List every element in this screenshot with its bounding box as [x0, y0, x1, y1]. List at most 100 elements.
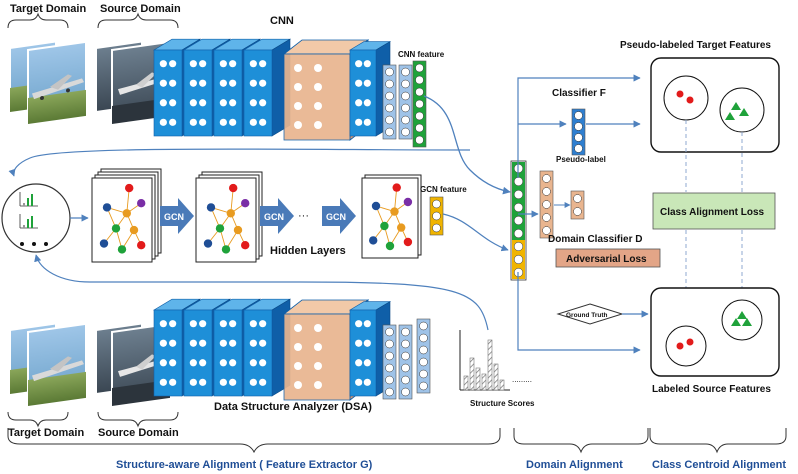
neuron — [355, 118, 363, 126]
neuron — [259, 378, 267, 386]
labeled-source-title: Labeled Source Features — [652, 384, 771, 395]
neuron — [513, 189, 524, 200]
bottom-target-images — [9, 322, 87, 408]
neuron — [169, 118, 177, 126]
gcn-arrow-3-label: GCN — [326, 212, 346, 222]
neuron — [385, 351, 394, 361]
neuron — [385, 79, 394, 89]
bottom-target-airplane-photo — [27, 322, 87, 408]
source-green-triangle-1 — [737, 311, 747, 319]
domain-classifier-label: Domain Classifier D — [548, 234, 642, 245]
neuron — [159, 320, 167, 328]
concat-to-target-features-arrow — [517, 74, 641, 178]
neuron — [401, 387, 410, 397]
neuron — [419, 369, 428, 379]
fc-vector-3 — [416, 318, 431, 394]
hidden-layers-label: Hidden Layers — [270, 245, 346, 257]
neuron — [199, 339, 207, 347]
neuron — [574, 133, 583, 142]
neuron — [189, 99, 197, 107]
adversarial-loss-box: Adversarial Loss — [555, 248, 661, 268]
bottom-target-brace — [7, 411, 69, 428]
gcn-ellipsis: ··· — [298, 210, 309, 222]
target-green-triangle-1 — [731, 102, 741, 110]
gcn-arrow-1-label: GCN — [164, 212, 184, 222]
neuron — [249, 339, 257, 347]
structure-aware-label: Structure-aware Alignment ( Feature Extr… — [116, 459, 373, 471]
neuron — [294, 64, 302, 72]
neuron — [219, 99, 227, 107]
neuron — [513, 202, 524, 213]
neuron — [363, 378, 371, 386]
fc-vector-2 — [398, 324, 413, 400]
neuron — [415, 111, 424, 121]
neuron — [294, 343, 302, 351]
neuron — [199, 60, 207, 68]
graph-node — [371, 201, 381, 211]
neuron — [401, 375, 410, 385]
neuron — [294, 324, 302, 332]
top-target-brace — [7, 12, 69, 29]
conv-layer-4 — [242, 38, 292, 137]
score-bar-1 — [463, 375, 469, 391]
neuron — [229, 378, 237, 386]
neuron — [189, 378, 197, 386]
graph-stack-input — [91, 168, 162, 263]
neuron — [419, 357, 428, 367]
neuron — [169, 99, 177, 107]
dsa-label: Data Structure Analyzer (DSA) — [214, 401, 372, 413]
neuron — [249, 79, 257, 87]
neuron — [169, 339, 177, 347]
graph-node — [215, 224, 225, 233]
neuron — [513, 254, 524, 265]
neuron — [229, 79, 237, 87]
neuron — [249, 359, 257, 367]
neuron — [249, 60, 257, 68]
neuron — [314, 324, 322, 332]
neuron — [401, 103, 410, 113]
neuron — [169, 60, 177, 68]
neuron — [513, 215, 524, 226]
neuron — [199, 118, 207, 126]
graph-node — [221, 245, 231, 254]
gcn-arrow-2: GCN — [260, 198, 294, 234]
neuron — [259, 79, 267, 87]
concatenated-feature-vector — [510, 160, 527, 281]
neuron — [159, 359, 167, 367]
cnn-feature-label: CNN feature — [398, 50, 445, 59]
source-red-point-2 — [686, 338, 694, 346]
graph-node — [229, 183, 238, 193]
neuron — [159, 60, 167, 68]
neuron — [314, 83, 322, 91]
graph-card — [195, 177, 257, 263]
neuron — [574, 144, 583, 153]
graph-node — [226, 209, 235, 218]
structure-scores-chart: ......... Structure Scores — [459, 330, 535, 408]
graph-node — [137, 241, 146, 250]
neuron — [542, 174, 551, 183]
neuron — [219, 79, 227, 87]
target-features-box — [650, 57, 780, 153]
graph-node — [403, 237, 413, 247]
neuron — [249, 99, 257, 107]
neuron — [363, 320, 371, 328]
neuron — [363, 60, 371, 68]
neuron — [401, 115, 410, 125]
neuron — [542, 226, 551, 235]
adversarial-loss-label: Adversarial Loss — [566, 254, 647, 265]
neuron — [401, 339, 410, 349]
neuron — [159, 79, 167, 87]
class-centroid-section: Class Centroid Alignment — [649, 428, 787, 471]
graph-node — [369, 236, 378, 245]
neuron — [385, 127, 394, 137]
bottom-source-domain-group: Source Domain — [97, 411, 179, 439]
source-red-point-1 — [676, 342, 684, 350]
neuron — [573, 207, 582, 216]
neuron — [385, 375, 394, 385]
graph-node — [233, 225, 243, 235]
neuron — [401, 351, 410, 361]
similarity-circle — [1, 183, 71, 253]
neuron — [219, 118, 227, 126]
domain-alignment-brace — [513, 428, 649, 454]
graph-node — [122, 209, 131, 218]
